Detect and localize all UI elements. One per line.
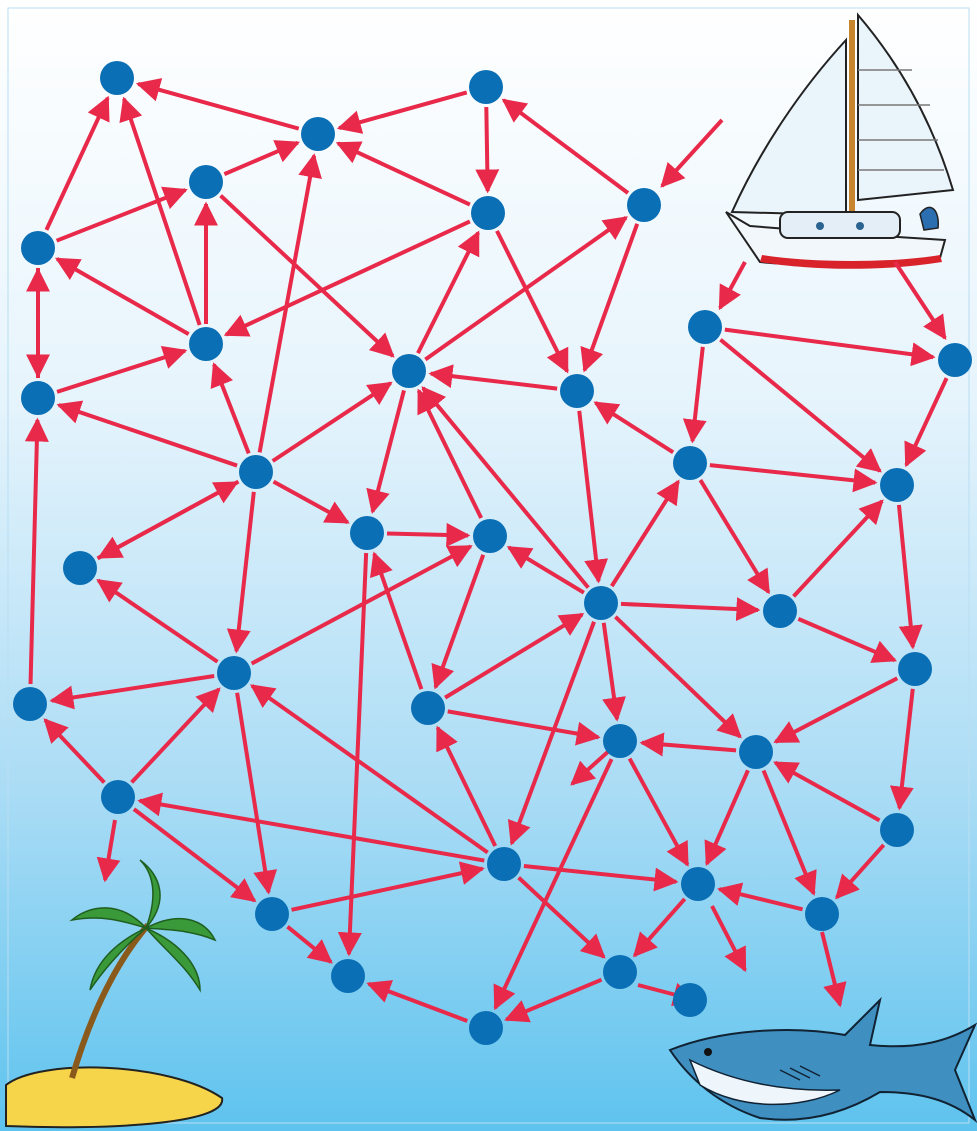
maze-node-al[interactable]: [673, 983, 707, 1017]
maze-node-r[interactable]: [350, 516, 384, 550]
maze-node-e[interactable]: [471, 196, 505, 230]
maze-node-ak[interactable]: [469, 1011, 503, 1045]
maze-node-h[interactable]: [189, 327, 223, 361]
maze-node-t[interactable]: [880, 468, 914, 502]
maze-arrow: [486, 107, 487, 191]
maze-node-ab[interactable]: [739, 735, 773, 769]
maze-node-x[interactable]: [13, 687, 47, 721]
maze-node-j[interactable]: [21, 381, 55, 415]
maze-node-aj[interactable]: [603, 955, 637, 989]
maze-node-n[interactable]: [688, 310, 722, 344]
maze-node-d[interactable]: [189, 165, 223, 199]
maze-node-g[interactable]: [21, 231, 55, 265]
maze-node-i[interactable]: [392, 354, 426, 388]
maze-node-w[interactable]: [217, 656, 251, 690]
maze-node-b[interactable]: [301, 117, 335, 151]
maze-node-ae[interactable]: [487, 847, 521, 881]
maze-node-ad[interactable]: [880, 813, 914, 847]
maze-node-o[interactable]: [560, 374, 594, 408]
maze-node-y[interactable]: [411, 691, 445, 725]
maze-node-ag[interactable]: [681, 867, 715, 901]
maze-node-u[interactable]: [584, 586, 618, 620]
maze-node-ah[interactable]: [805, 897, 839, 931]
maze-node-af[interactable]: [255, 897, 289, 931]
maze-node-s[interactable]: [473, 519, 507, 553]
maze-node-c[interactable]: [469, 70, 503, 104]
maze-node-z[interactable]: [603, 724, 637, 758]
maze-node-q[interactable]: [673, 446, 707, 480]
maze-node-p[interactable]: [938, 343, 972, 377]
maze-node-k[interactable]: [239, 455, 273, 489]
maze-node-ac[interactable]: [101, 780, 135, 814]
maze-node-a[interactable]: [100, 61, 134, 95]
maze-node-l[interactable]: [63, 551, 97, 585]
maze-arrow: [387, 533, 468, 535]
maze-node-ai[interactable]: [331, 959, 365, 993]
maze-node-aa[interactable]: [898, 652, 932, 686]
maze-node-v[interactable]: [763, 594, 797, 628]
maze-node-f[interactable]: [627, 188, 661, 222]
